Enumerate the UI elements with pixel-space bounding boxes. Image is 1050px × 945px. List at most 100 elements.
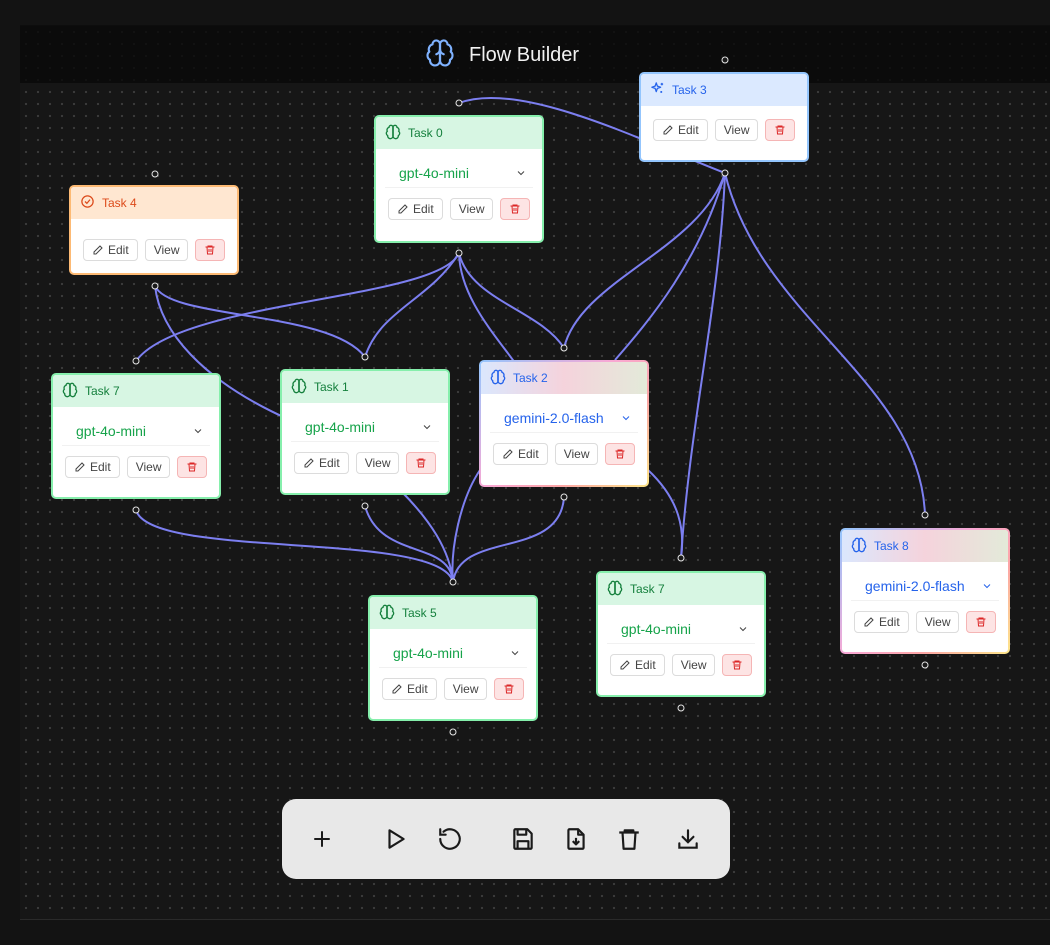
bottom-toolbar [282,799,730,879]
handle-task-5-out[interactable] [449,728,457,736]
handle-task-2-in[interactable] [560,344,568,352]
edit-button[interactable]: Edit [610,654,665,676]
brain-icon [291,378,307,397]
handle-task-3-out[interactable] [721,169,729,177]
chevron-down-icon [622,416,630,421]
edit-button[interactable]: Edit [65,456,120,478]
delete-button[interactable] [406,452,437,474]
view-button[interactable]: View [126,456,171,478]
node-label: Task 7 [630,582,665,596]
node-task-5[interactable]: Task 5 gpt-4o-mini Edit View [368,595,538,721]
node-task-8[interactable]: Task 8 gemini-2.0-flash Edit View [840,528,1010,654]
node-task-7[interactable]: Task 7 gpt-4o-mini Edit View [596,571,766,697]
header-bar [20,25,1050,83]
handle-task-7-in[interactable] [677,554,685,562]
handle-task-8-out[interactable] [921,661,929,669]
brain-icon [379,604,395,623]
node-label: Task 7 [85,384,120,398]
handle-task-7-out[interactable] [677,704,685,712]
run-button[interactable] [378,821,414,857]
edit-icon [93,245,103,255]
handle-task-6-out[interactable] [132,506,140,514]
node-task-4[interactable]: Task 4 Edit View [69,185,239,275]
plus-icon [314,831,330,847]
download-icon [678,829,698,849]
view-button[interactable]: View [714,119,759,141]
model-select[interactable]: gpt-4o-mini [291,413,439,442]
save-button[interactable] [505,821,541,857]
handle-task-0-in[interactable] [455,99,463,107]
model-select[interactable]: gpt-4o-mini [607,615,755,644]
delete-button[interactable] [722,654,753,676]
edit-button[interactable]: Edit [854,611,909,633]
delete-button[interactable] [966,611,997,633]
node-task-1[interactable]: Task 1 gpt-4o-mini Edit View [280,369,450,495]
delete-button[interactable] [494,678,525,700]
edit-button[interactable]: Edit [83,239,138,261]
edit-icon [398,204,408,214]
node-label: Task 3 [672,83,707,97]
edit-button[interactable]: Edit [653,119,708,141]
handle-task-1-out[interactable] [361,502,369,510]
model-select[interactable]: gemini-2.0-flash [490,404,638,433]
node-task-3[interactable]: Task 3 Edit View [639,72,809,162]
view-button[interactable]: View [554,443,599,465]
handle-task-0-out[interactable] [455,249,463,257]
import-button[interactable] [558,821,594,857]
delete-button[interactable] [195,239,226,261]
download-button[interactable] [670,821,706,857]
brain-icon [425,38,455,73]
handle-task-2-out[interactable] [560,493,568,501]
edge-task0-task1 [364,252,460,358]
edit-button[interactable]: Edit [294,452,349,474]
model-select[interactable]: gpt-4o-mini [62,417,210,446]
handle-task-8-in[interactable] [921,511,929,519]
trash-icon [416,458,426,468]
node-task-2[interactable]: Task 2 gemini-2.0-flash Edit View [479,360,649,487]
model-select[interactable]: gpt-4o-mini [379,639,527,668]
delete-button[interactable] [177,456,208,478]
view-button[interactable]: View [915,611,960,633]
node-label: Task 0 [408,126,443,140]
view-button[interactable]: View [449,198,494,220]
node-task-0[interactable]: Task 0 gpt-4o-mini Edit View [374,115,544,243]
edit-icon [304,458,314,468]
clear-button[interactable] [611,821,647,857]
delete-button[interactable] [500,198,531,220]
chevron-down-icon [194,429,202,434]
view-button[interactable]: View [443,678,488,700]
trash-icon [615,449,625,459]
view-button[interactable]: View [355,452,400,474]
view-button[interactable]: View [144,239,189,261]
play-icon [388,829,405,849]
model-select[interactable]: gemini-2.0-flash [851,572,999,601]
edit-icon [392,684,402,694]
edit-button[interactable]: Edit [388,198,443,220]
node-label: Task 2 [513,371,548,385]
trash-icon [504,684,514,694]
node-task-6[interactable]: Task 7 gpt-4o-mini Edit View [51,373,221,499]
brain-icon [607,580,623,599]
handle-task-4-in[interactable] [151,170,159,178]
edge-task2-task5 [452,496,565,583]
edit-button[interactable]: Edit [382,678,437,700]
node-label: Task 4 [102,196,137,210]
delete-button[interactable] [605,443,636,465]
trash-icon [510,204,520,214]
edge-task1-task5 [364,505,454,583]
reset-button[interactable] [432,821,468,857]
model-select[interactable]: gpt-4o-mini [385,159,533,188]
handle-task-5-in[interactable] [449,578,457,586]
trash-icon [619,829,639,850]
edit-button[interactable]: Edit [493,443,548,465]
edge-task0-task2 [458,252,565,349]
view-button[interactable]: View [671,654,716,676]
handle-task-4-out[interactable] [151,282,159,290]
add-node-button[interactable] [304,821,340,857]
delete-button[interactable] [765,119,796,141]
sparkles-icon [650,81,665,99]
handle-task-3-in[interactable] [721,56,729,64]
handle-task-6-in[interactable] [132,357,140,365]
edit-icon [663,125,673,135]
handle-task-1-in[interactable] [361,353,369,361]
